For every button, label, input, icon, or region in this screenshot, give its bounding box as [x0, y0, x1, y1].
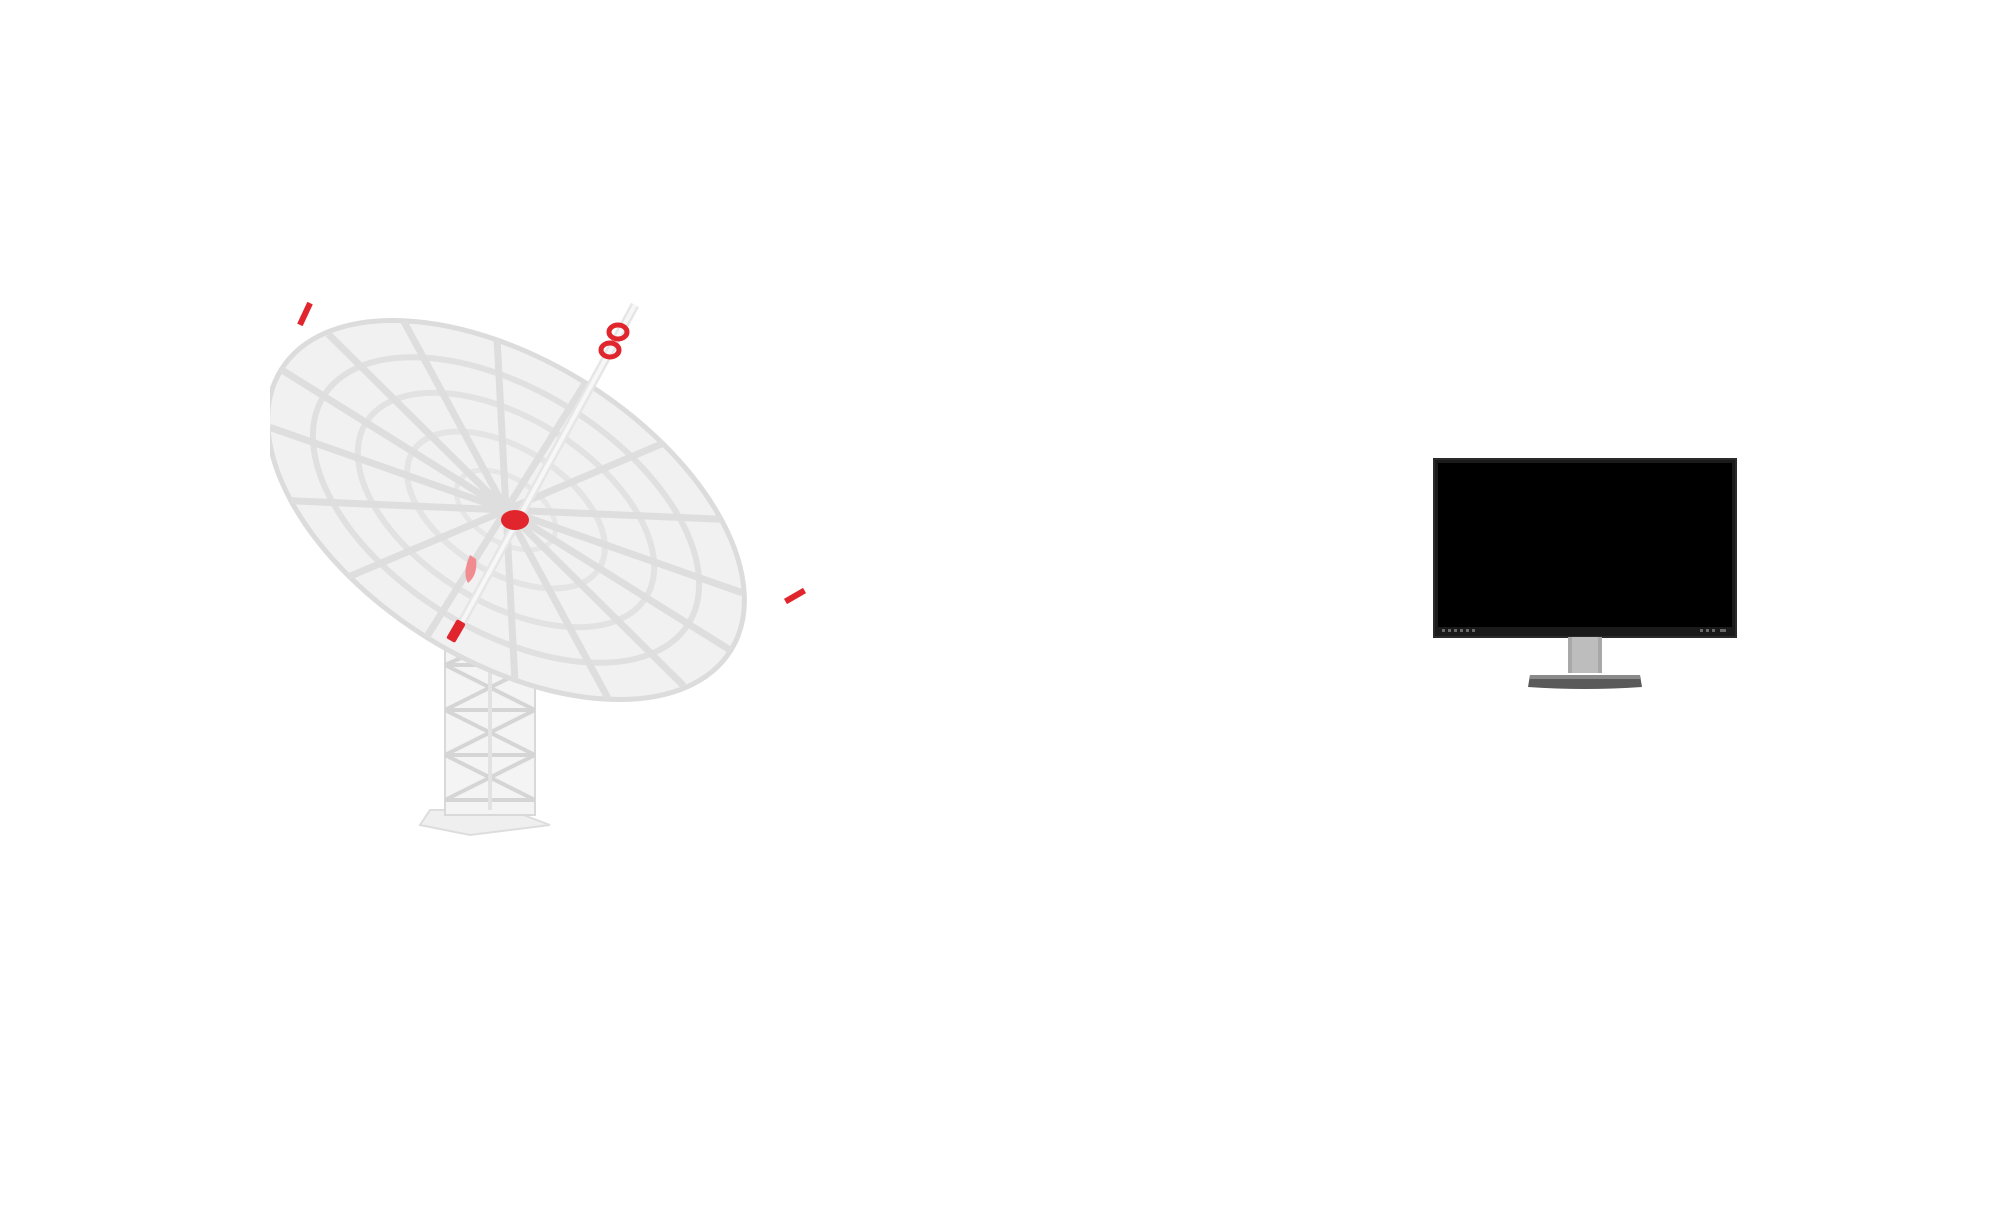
computer-monitor-icon [1430, 455, 1740, 695]
radio-telescope-dish-icon [265, 280, 830, 850]
